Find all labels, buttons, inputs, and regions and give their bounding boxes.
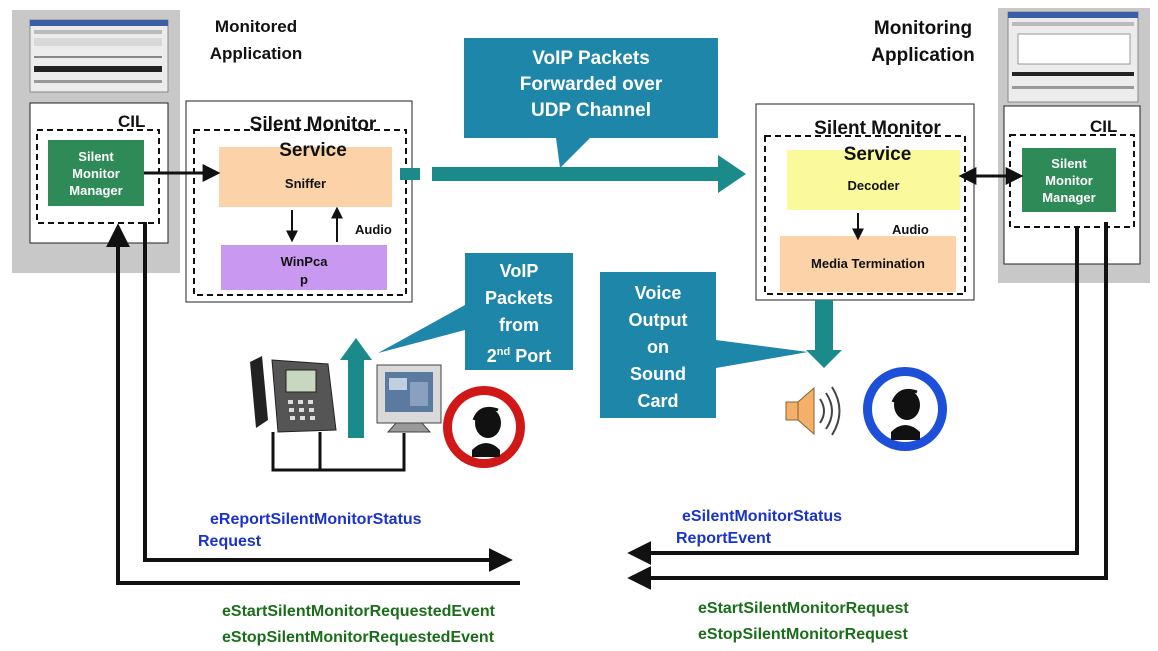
second-port-callout-text: VoIP Packets from 2nd Port [465,258,573,370]
winpcap-label: WinPca p [221,253,387,289]
voice-callout [600,272,808,418]
event-line: Request [198,533,262,550]
left-service-dashed [193,129,407,296]
left-service-title: Silent Monitor Service [222,112,404,164]
left-status-request-label: eReportSilentMonitorStatus Request [198,509,422,553]
left-app-screenshot [29,19,169,93]
heading-line: Monitored [214,17,298,36]
port-word: Port [515,346,552,366]
udp-callout [464,38,718,168]
right-manager-label: Silent Monitor Manager [1022,148,1116,212]
heading-line: Application [871,45,975,66]
pc-cable [320,433,406,472]
manager-line: Manager [1042,189,1096,205]
left-start-stop-event-arrow [106,223,520,585]
right-status-report-label: eSilentMonitorStatus ReportEvent [676,506,842,550]
right-audio-label: Audio [892,222,929,237]
event-line: eStartSilentMonitorRequestedEvent [222,603,495,620]
event-line: eStartSilentMonitorRequest [698,600,909,617]
pc-monitor-icon [376,364,442,433]
phone-cable [271,432,322,472]
right-service-title: Silent Monitor Service [790,116,965,168]
callout-line: Packets [484,288,554,308]
udp-stub [400,168,420,180]
winpcap-line: WinPca [280,254,328,269]
ip-phone-icon [250,356,337,433]
second-port-callout [378,253,573,370]
ordinal-number: 2 [486,346,497,366]
callout-line: on [647,337,669,357]
right-app-screenshot [1007,11,1139,103]
left-manager-box [48,140,144,206]
callout-line: VoIP Packets [532,48,650,69]
callout-line: Sound [630,364,686,384]
decoder-label: Decoder [847,177,900,193]
right-manager-box [1022,148,1116,212]
callout-line: UDP Channel [530,100,651,121]
callout-line: from [499,315,539,335]
manager-line: Silent [1051,155,1087,171]
left-start-stop-event-label: eStartSilentMonitorRequestedEvent eStopS… [222,599,495,651]
right-status-report-arrow [627,228,1079,565]
event-line: eReportSilentMonitorStatus [210,511,422,528]
callout-line: Output [628,310,688,330]
service-title-line: Silent Monitor [249,114,377,135]
manager-line: Manager [69,182,123,198]
manager-line: Monitor [1045,172,1093,188]
service-title-line: Silent Monitor [814,118,941,139]
winpcap-box [221,245,387,290]
monitored-app-heading: Monitored Application [186,13,326,67]
speaker-icon [785,386,841,436]
left-manager-label: Silent Monitor Manager [48,140,144,206]
sniffer-box [219,147,392,207]
callout-line: VoIP [499,261,539,281]
callout-line: Forwarded over [519,74,663,95]
left-status-request-arrow [143,222,513,572]
media-termination-label: Media Termination [811,255,925,271]
left-cil-label: CIL [118,112,146,131]
udp-forward-arrow [432,155,746,193]
event-line: eSilentMonitorStatus [682,508,843,525]
left-audio-label: Audio [355,222,392,237]
heading-line: Application [209,44,303,63]
media-termination-box [780,236,956,292]
right-service-dashed [764,135,966,295]
voice-down-arrow [806,300,842,368]
manager-line: Monitor [72,165,120,181]
service-title-line: Service [279,140,347,161]
ordinal-suffix: nd [496,346,511,358]
right-cil-label: CIL [1090,117,1118,136]
event-line: ReportEvent [676,530,772,547]
agent-headset-icon-blue [863,367,947,451]
decoder-box [787,150,960,210]
callout-line: Voice [634,283,682,303]
callout-line: Card [637,391,679,411]
voice-callout-text: Voice Output on Sound Card [600,280,716,415]
sniffer-label: Sniffer [284,175,327,191]
right-start-stop-request-arrow [627,222,1108,590]
monitoring-app-heading: Monitoring Application [848,15,998,69]
agent-headset-icon-red [443,386,525,468]
event-line: eStopSilentMonitorRequest [698,626,908,643]
callout-line: 2nd Port [465,339,573,370]
left-cil-dashed [36,129,160,224]
service-title-line: Service [843,144,912,165]
winpcap-line: p [300,272,308,287]
right-start-stop-request-label: eStartSilentMonitorRequest eStopSilentMo… [698,596,909,648]
heading-line: Monitoring [873,18,973,39]
udp-callout-text: VoIP Packets Forwarded over UDP Channel [464,46,718,124]
event-line: eStopSilentMonitorRequestedEvent [222,629,495,646]
second-port-up-arrow [340,338,372,438]
manager-line: Silent [78,148,114,164]
